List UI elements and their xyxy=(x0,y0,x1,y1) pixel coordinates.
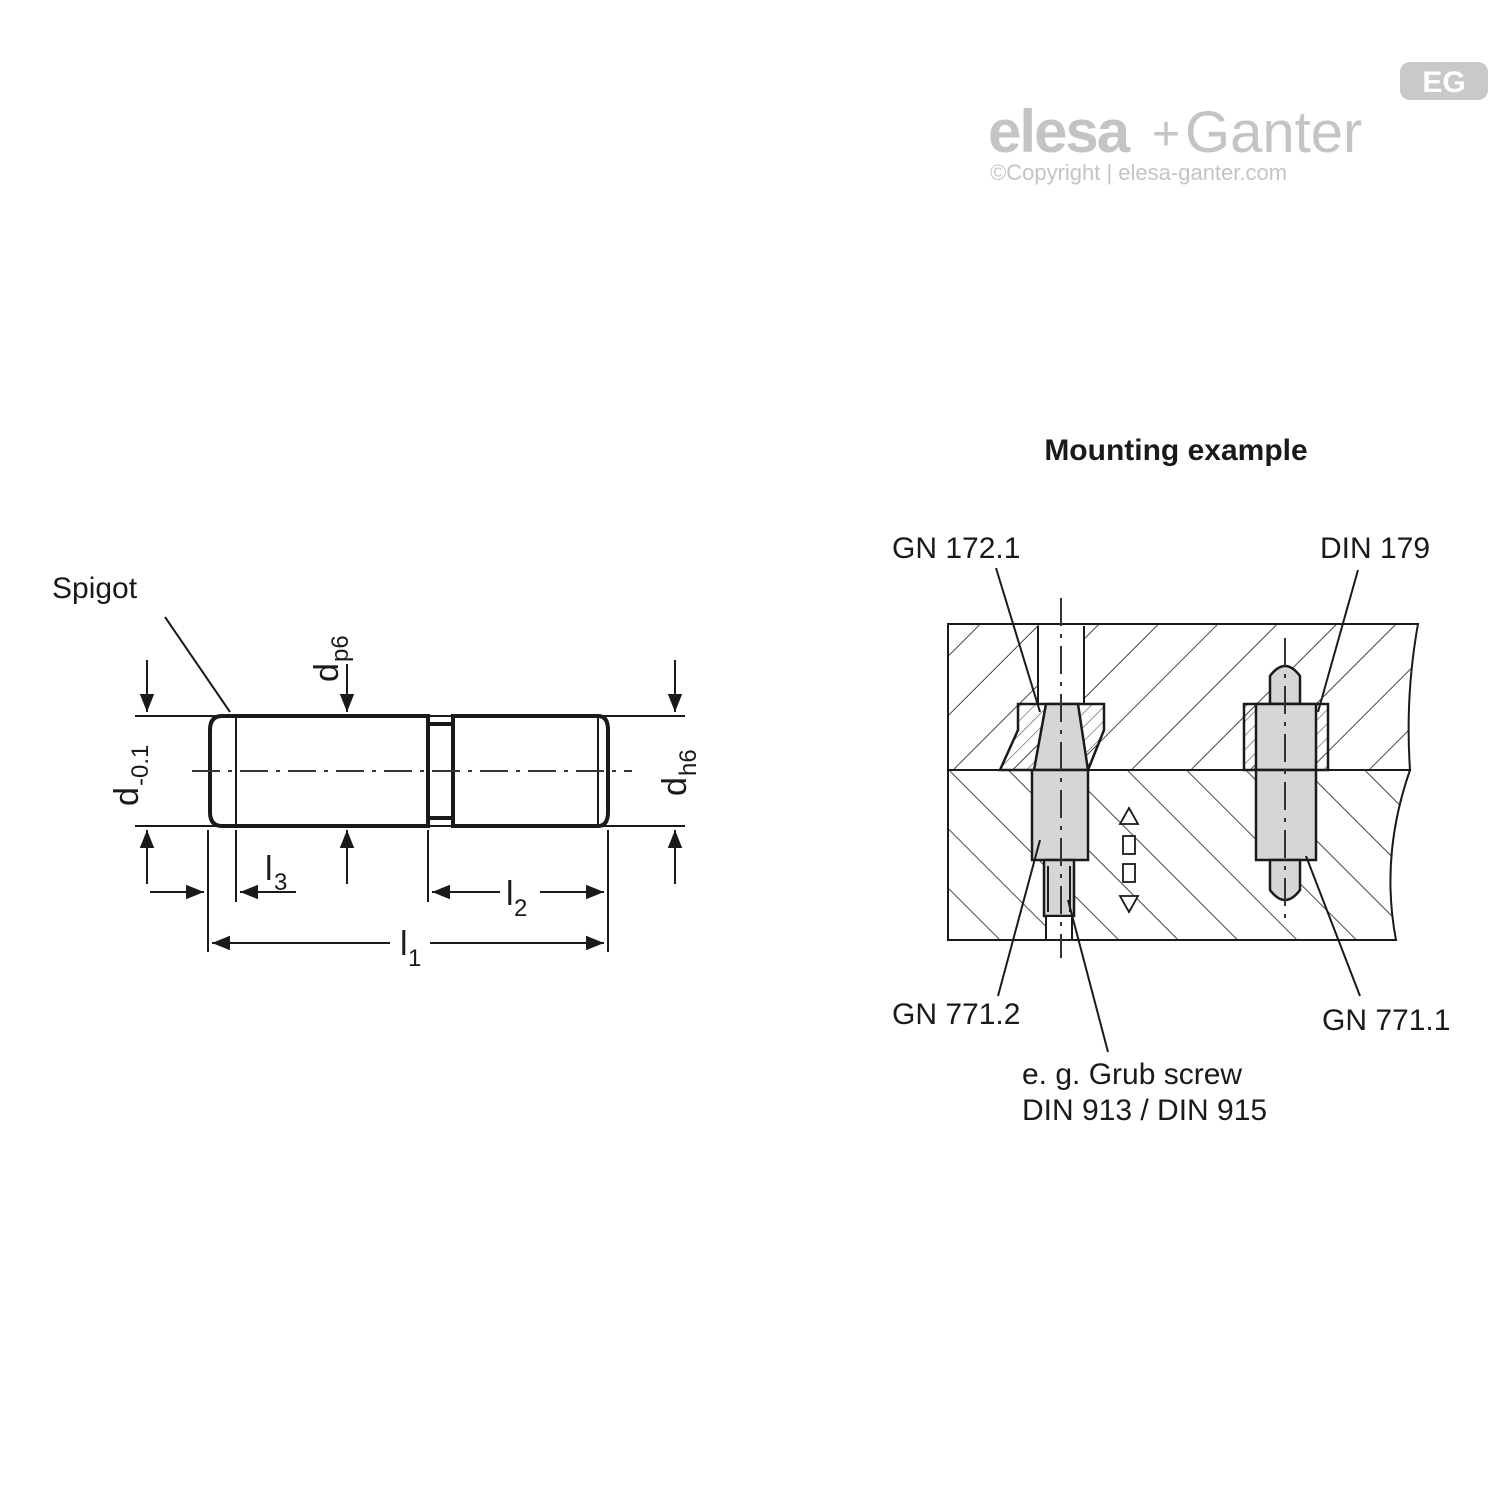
leader-grub xyxy=(1067,899,1109,1053)
right-pin-tip-top xyxy=(1268,664,1302,706)
spigot-label: Spigot xyxy=(52,572,138,605)
dim-l3-sub: 3 xyxy=(274,869,287,896)
dim-dp6-label: d xyxy=(308,663,346,682)
dim-d-tol-label: d xyxy=(108,787,146,806)
lower-plate xyxy=(947,769,1412,941)
label-gn-771-2: GN 771.2 xyxy=(892,998,1020,1031)
leader-gn-771-2 xyxy=(997,839,1041,997)
movement-indicator xyxy=(1118,806,1140,914)
dim-dh6-sub: h6 xyxy=(675,749,702,776)
brand-logo: EG elesa + Ganter ©Copyright | elesa-gan… xyxy=(988,62,1488,185)
logo-plus: + xyxy=(1152,108,1180,161)
dim-d-tol-sub: -0.1 xyxy=(127,745,154,786)
part-drawing: Spigot d -0.1 d p6 d xyxy=(52,572,702,972)
indicator-rect-2 xyxy=(1122,863,1136,883)
logo-wordmark-ganter: Ganter xyxy=(1185,100,1362,165)
leader-din-179 xyxy=(1317,569,1359,713)
down-triangle-icon xyxy=(1118,895,1140,914)
label-gn-172-1: GN 172.1 xyxy=(892,532,1020,565)
eg-badge-text: EG xyxy=(1422,66,1465,99)
leader-gn-771-1 xyxy=(1305,855,1361,997)
mounting-title: Mounting example xyxy=(1044,434,1307,467)
leader-gn-172-1 xyxy=(995,567,1041,713)
pin-body-right xyxy=(451,714,610,828)
up-triangle-icon xyxy=(1118,806,1140,825)
pin-body-left xyxy=(208,714,430,828)
grub-bore-bottom xyxy=(1045,915,1073,941)
indicator-rect-1 xyxy=(1122,835,1136,855)
dim-l1-sub: 1 xyxy=(408,945,421,972)
spigot-leader xyxy=(164,616,231,713)
label-din-179: DIN 179 xyxy=(1320,532,1430,565)
dim-l2-label: l xyxy=(506,875,514,913)
dim-l2-sub: 2 xyxy=(514,895,527,922)
dim-dh6-label: d xyxy=(656,777,694,796)
logo-copyright: ©Copyright | elesa-ganter.com xyxy=(990,160,1287,185)
dim-l1-label: l xyxy=(400,925,408,963)
dim-dp6-sub: p6 xyxy=(327,635,354,662)
mounting-example: Mounting example xyxy=(892,434,1450,1127)
label-gn-771-1: GN 771.1 xyxy=(1322,1004,1450,1037)
label-grub-line1: e. g. Grub screw xyxy=(1022,1058,1242,1091)
eg-badge-icon xyxy=(1400,62,1488,100)
label-grub-line2: DIN 913 / DIN 915 xyxy=(1022,1094,1267,1127)
logo-wordmark-elesa: elesa xyxy=(988,98,1131,165)
dim-l3-label: l xyxy=(265,850,273,888)
